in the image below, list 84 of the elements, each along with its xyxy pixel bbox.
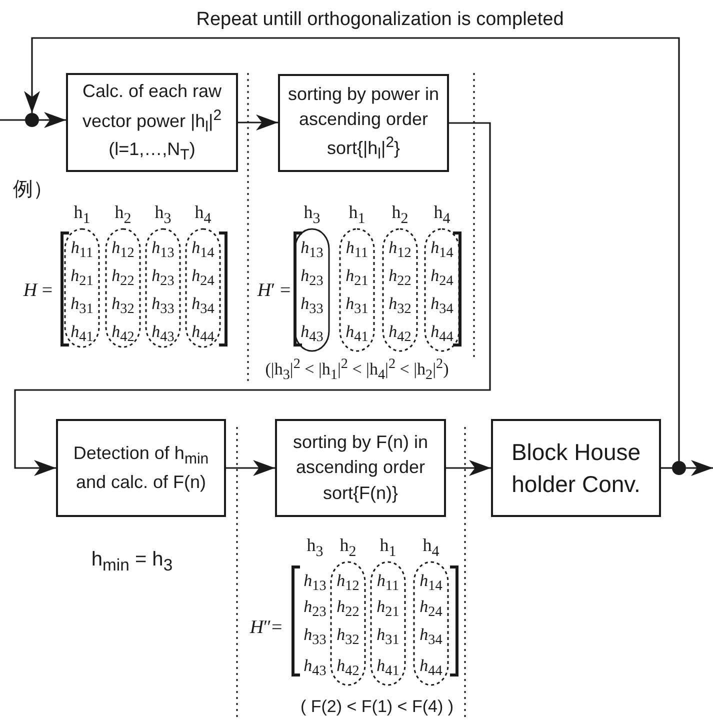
arrow (226, 460, 275, 476)
matrix-entry: h$_{41}$ (70, 322, 94, 346)
matrix-equation-label: H″= (250, 617, 282, 639)
matrix-entry: h$_{12}$ (112, 238, 134, 262)
matrix-entry: h$_{34}$ (420, 624, 442, 650)
arrow (238, 114, 278, 130)
matrix-entry: h$_{11}$ (70, 238, 94, 262)
junction-dot (25, 113, 39, 127)
matrix-equation-label: H′ = (257, 280, 291, 302)
arrow (24, 37, 680, 461)
matrix-entry: h$_{23}$ (300, 266, 324, 290)
column-label: h$_{1}$ (74, 202, 90, 228)
connector-line (661, 467, 672, 469)
column-label: h$_{3}$ (306, 535, 324, 561)
matrix-entry: h$_{31}$ (376, 624, 400, 650)
column-label: h$_{3}$ (304, 202, 320, 228)
matrix-entry: h$_{42}$ (388, 322, 412, 346)
inequality-text: ( F(2) < F(1) < F(4) ) (300, 697, 454, 717)
matrix-equation-label: H = (23, 280, 53, 302)
matrix-entry: h$_{42}$ (336, 656, 360, 680)
junction-dot (672, 461, 686, 475)
matrix-entry: h$_{34}$ (192, 294, 214, 318)
matrix-entry: h$_{41}$ (376, 656, 400, 680)
matrix-entry: h$_{34}$ (430, 294, 454, 318)
matrix-entry: h$_{41}$ (346, 322, 368, 346)
column-label: h$_{2}$ (392, 202, 408, 228)
matrix-entry: h$_{14}$ (430, 238, 454, 262)
column-label: h$_{2}$ (340, 535, 356, 561)
process-box: Block House holder Conv. (491, 419, 661, 517)
matrix-entry: h$_{43}$ (304, 656, 326, 680)
matrix-entry: h$_{24}$ (420, 596, 442, 622)
arrow (686, 460, 713, 476)
arrow (14, 122, 491, 476)
example-label: 例） (13, 178, 53, 202)
matrix-entry: h$_{42}$ (112, 322, 134, 346)
matrix-entry: h$_{23}$ (304, 596, 326, 622)
matrix-entry: h$_{32}$ (336, 624, 360, 650)
matrix-entry: h$_{14}$ (420, 570, 442, 596)
arrow (446, 460, 491, 476)
inequality-text: (|h$_{3}$|$^{2}$ < |h$_{1}$|$^{2}$ < |h$_{4}$|$^{2}$ < |h$_{2}$|$^{2}$) (265, 356, 449, 384)
matrix-entry: h$_{13}$ (300, 238, 324, 262)
matrix-entry: h$_{21}$ (376, 596, 400, 622)
matrix-entry: h$_{12}$ (336, 570, 360, 596)
matrix-entry: h$_{24}$ (192, 266, 214, 290)
matrix-entry: h$_{44}$ (420, 656, 442, 680)
matrix-entry: h$_{22}$ (336, 596, 360, 622)
matrix-entry: h$_{31}$ (346, 294, 368, 318)
column-label: h$_{1}$ (348, 202, 366, 228)
matrix-entry: h$_{33}$ (152, 294, 174, 318)
matrix-entry: h$_{11}$ (376, 570, 400, 596)
matrix-entry: h$_{43}$ (300, 322, 324, 346)
column-label: h$_{1}$ (380, 535, 396, 561)
equation-text: h$_{min}$ = h$_{3}$ (91, 548, 173, 576)
process-box: sorting by power in ascending order sort{|h$_{l}$|$^{2}$} (278, 74, 449, 172)
process-box: Calc. of each raw vector power |h$_{l}$|$^{2}$ (l=1,…,N$_{T}$) (66, 73, 238, 172)
column-label: h$_{4}$ (422, 535, 440, 561)
matrix-entry: h$_{33}$ (300, 294, 324, 318)
edge-label: Repeat untill orthogonalization is completed (196, 9, 564, 31)
matrix-entry: h$_{24}$ (430, 266, 454, 290)
matrix-entry: h$_{13}$ (152, 238, 174, 262)
matrix-entry: h$_{31}$ (70, 294, 94, 318)
column-label: h$_{3}$ (154, 202, 172, 228)
connector-line (0, 119, 25, 121)
matrix-entry: h$_{11}$ (346, 238, 368, 262)
matrix-entry: h$_{44}$ (192, 322, 214, 346)
matrix-entry: h$_{22}$ (388, 266, 412, 290)
column-label: h$_{2}$ (114, 202, 132, 228)
column-label: h$_{4}$ (434, 202, 450, 228)
arrow (39, 112, 66, 128)
column-label: h$_{4}$ (194, 202, 212, 228)
matrix-entry: h$_{21}$ (346, 266, 368, 290)
matrix-entry: h$_{13}$ (304, 570, 326, 596)
matrix-entry: h$_{22}$ (112, 266, 134, 290)
matrix-entry: h$_{14}$ (192, 238, 214, 262)
matrix-entry: h$_{32}$ (388, 294, 412, 318)
matrix-entry: h$_{12}$ (388, 238, 412, 262)
process-box: sorting by F(n) in ascending order sort{F(n)} (275, 419, 446, 517)
matrix-entry: h$_{33}$ (304, 624, 326, 650)
matrix-entry: h$_{32}$ (112, 294, 134, 318)
matrix-entry: h$_{44}$ (430, 322, 454, 346)
matrix-entry: h$_{21}$ (70, 266, 94, 290)
process-box: Detection of h$_{min}$ and calc. of F(n) (56, 419, 226, 517)
matrix-entry: h$_{43}$ (152, 322, 174, 346)
matrix-entry: h$_{23}$ (152, 266, 174, 290)
